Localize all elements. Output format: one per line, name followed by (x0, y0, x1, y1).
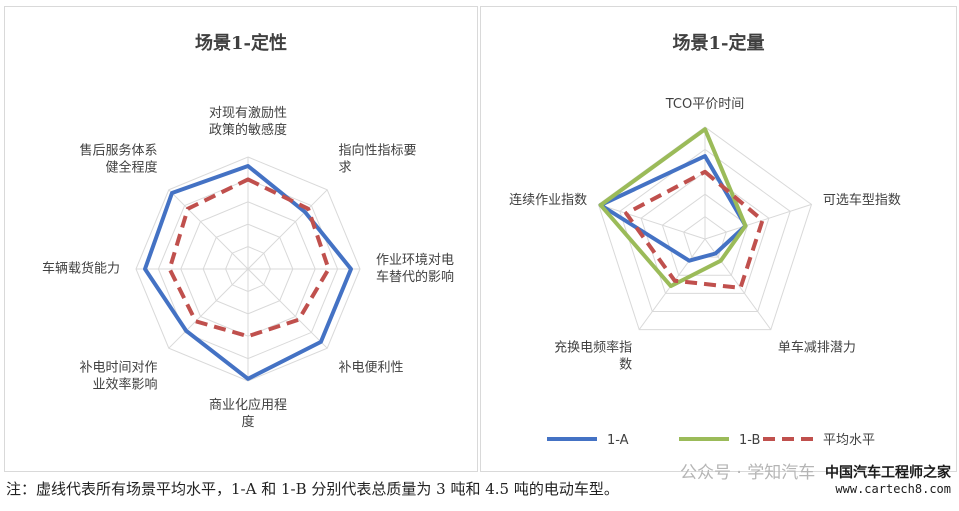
axis-spoke (247, 268, 328, 349)
axis-label: 连续作业指数 (509, 192, 587, 208)
axis-label: 车辆载货能力 (42, 261, 120, 277)
watermark: 公众号 · 学知汽车 (680, 463, 816, 483)
axis-label: 度 (241, 414, 254, 430)
axis-label: TCO平价时间 (665, 97, 745, 112)
site-logo-brand: 中国汽车工程师之家 (825, 465, 951, 481)
series-平均水平 (624, 169, 765, 290)
axis-spoke (704, 203, 812, 240)
series-1-A (143, 164, 353, 381)
footnote: 注：虚线代表所有场景平均水平，1-A 和 1-B 分别代表总质量为 3 吨和 4… (6, 480, 619, 498)
site-logo-url: www.cartech8.com (835, 482, 951, 496)
axis-label: 补电时间对作 (79, 361, 157, 376)
site-logo: 中国汽车工程师之家 www.cartech8.com (825, 462, 951, 496)
axis-label: 政策的敏感度 (209, 122, 287, 138)
axis-label: 对现有激励性 (209, 106, 287, 121)
axis-label: 售后服务体系 (79, 143, 157, 159)
axis-label: 求 (339, 161, 352, 176)
series-1-B (598, 127, 748, 289)
axis-label: 可选车型指数 (823, 192, 901, 208)
axis-spoke (598, 203, 706, 240)
axis-label: 指向性指标要 (339, 143, 417, 159)
chart-title: 场景1-定量 (672, 33, 765, 54)
legend-label: 平均水平 (823, 433, 875, 448)
axis-spoke (247, 189, 328, 270)
chart-panel-quantitative: 场景1-定量 TCO平价时间可选车型指数单车减排潜力 充换电频率指数 连续作业指数 1… (480, 6, 957, 472)
axis-label: 作业环境对电 (376, 253, 454, 268)
axis-label: 充换电频率指 (554, 339, 632, 355)
axis-label: 业效率影响 (92, 377, 157, 393)
axis-label: 补电便利性 (339, 361, 404, 376)
axis-label: 数 (619, 357, 632, 372)
grid-ring (619, 148, 791, 312)
chart-title: 场景1-定性 (195, 33, 287, 54)
axis-label: 车替代的影响 (376, 269, 454, 285)
chart-panel-qualitative: 场景1-定性 对现有激励性政策的敏感度指向性指标要求作业环境对电车替代的影响补电… (4, 6, 478, 472)
radar-chart-qualitative: 对现有激励性政策的敏感度指向性指标要求作业环境对电车替代的影响补电便利性商业化应… (42, 106, 454, 430)
grid-ring (640, 171, 770, 294)
legend-label: 1-B (739, 433, 760, 448)
axis-label: 商业化应用程 (209, 397, 287, 413)
axis-spoke (168, 189, 249, 270)
legend-label: 1-A (607, 433, 629, 448)
axis-label: 单车减排潜力 (778, 339, 856, 355)
axis-label: 健全程度 (105, 160, 157, 176)
axis-spoke (168, 268, 249, 349)
